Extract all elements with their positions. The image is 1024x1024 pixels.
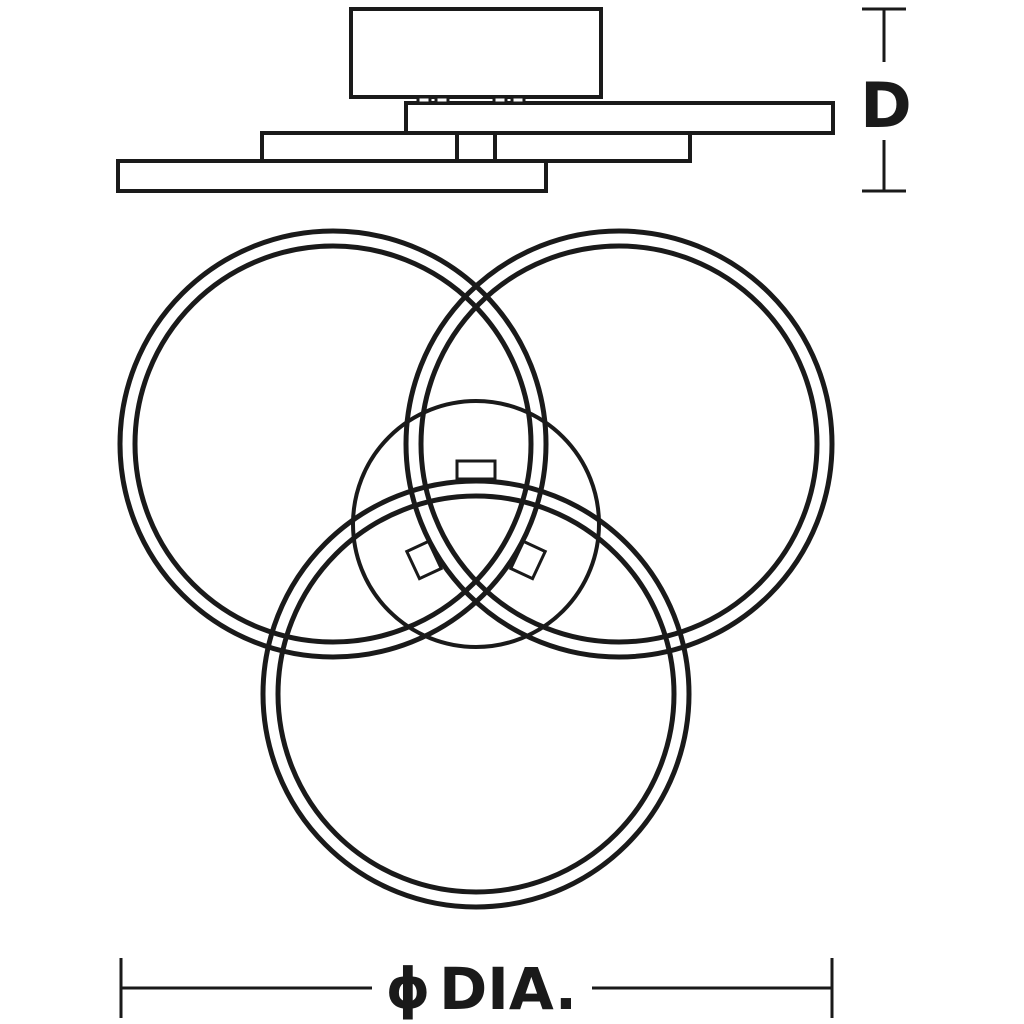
depth-label: D [860,69,911,142]
side-ring-bottom [116,159,548,193]
side-view [116,7,835,193]
diameter-symbol: ϕ [386,957,431,1022]
ring-lower [260,478,692,910]
diameter-label: DIA. [439,955,577,1023]
bracket-left [404,539,444,581]
side-canopy [349,7,603,99]
side-brackets [416,95,526,105]
side-ring-top [404,101,835,135]
ring-upper-left [117,228,549,660]
bracket-top [455,459,497,481]
bracket-right [508,539,548,581]
depth-dimension [862,7,906,193]
ring-upper-right [403,228,835,660]
side-connector-post [455,131,497,163]
diameter-dimension [119,958,834,1018]
top-view [117,228,835,910]
center-canopy-disc [351,399,601,649]
